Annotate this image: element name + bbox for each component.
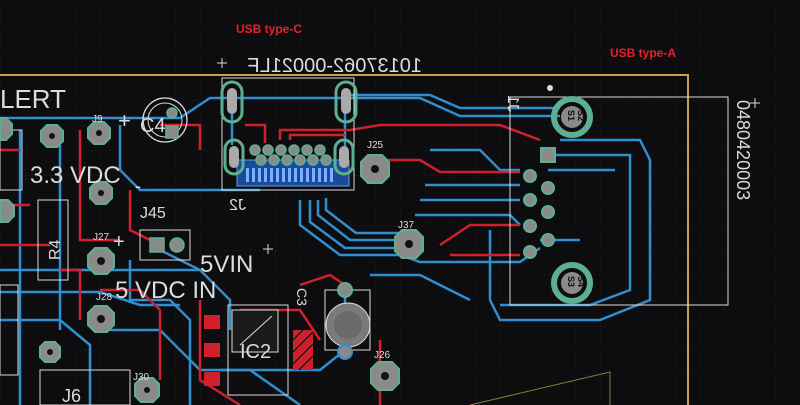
pour-edge	[469, 371, 611, 405]
capacitor-c4-inner	[147, 102, 183, 138]
c4-pad-round	[166, 107, 178, 119]
designator-j26: J26	[374, 350, 391, 361]
designator-j45: J45	[140, 205, 166, 222]
j45-pad-round	[169, 237, 185, 253]
ic2-body-line	[239, 315, 273, 346]
capacitor-c4-outline	[142, 97, 188, 143]
silk-alert-label: LERT	[0, 84, 66, 114]
silk-plus-c4: +	[118, 108, 131, 133]
designator-j25: J25	[367, 140, 384, 151]
silk-minus: -	[135, 176, 141, 196]
usb-a-connector	[523, 85, 593, 304]
label-s4: S4	[576, 276, 586, 287]
c3-pad-top	[337, 282, 353, 298]
designator-r4: R4	[47, 239, 64, 260]
ic2-pads	[204, 315, 220, 386]
ic2-tab-hatch	[292, 329, 314, 371]
capacitor-c3-core	[334, 311, 362, 339]
silkscreen-outlines	[0, 77, 729, 405]
designator-j2: J2	[229, 197, 246, 214]
usb-c-connector	[220, 80, 358, 187]
label-s1: S1	[566, 110, 576, 121]
designator-j27: J27	[93, 232, 110, 243]
silk-plus-j27: +	[113, 231, 125, 253]
designator-j6: J6	[62, 386, 81, 405]
designator-j28: J28	[96, 292, 113, 303]
designator-c4: C4	[140, 115, 166, 137]
silk-3v3-label: 3.3 VDC	[30, 162, 121, 189]
designator-j9: J9	[92, 114, 103, 125]
label-s2: S2	[576, 110, 586, 121]
board-outline	[0, 74, 689, 405]
designator-j1: J1	[504, 95, 521, 112]
top-copper-traces	[0, 123, 541, 405]
designator-j30: J30	[133, 372, 150, 383]
label-s3: S3	[566, 276, 576, 287]
usb-c-part-number: 10137062-00021LF	[247, 55, 422, 77]
designator-j37: J37	[398, 220, 415, 231]
ic2-tab-pad	[293, 330, 313, 370]
silk-5vin-label: 5VIN	[200, 251, 253, 278]
annotation-usb-c: USB type-C	[236, 22, 303, 36]
designator-ic2: IC2	[240, 341, 271, 363]
annotation-usb-a: USB type-A	[610, 46, 677, 60]
usb-a-part-number: 0480420003	[733, 100, 753, 200]
origin-markers	[217, 58, 760, 254]
j45-pad-square	[149, 237, 165, 253]
th-pad-holes	[47, 130, 413, 393]
silk-5vdc-in-label: 5 VDC IN	[115, 277, 216, 304]
designator-c3: C3	[294, 288, 310, 306]
c3-pad-bottom	[337, 344, 353, 360]
c4-pad-square	[165, 125, 179, 139]
